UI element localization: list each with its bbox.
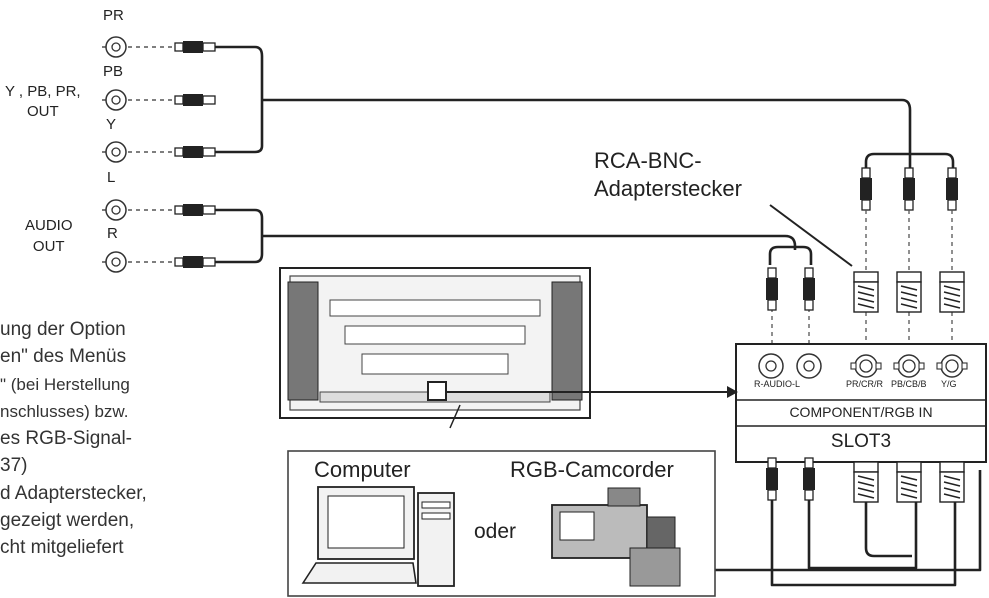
body-text-line-5: es RGB-Signal- xyxy=(0,428,132,449)
board-label: COMPONENT/RGB IN xyxy=(789,404,933,420)
computer-audio-plug-l xyxy=(802,457,816,501)
pr-label: PR xyxy=(103,7,124,24)
source-plugs xyxy=(174,40,216,269)
camcorder-label: RGB-Camcorder xyxy=(510,457,674,482)
terminal-board xyxy=(735,343,987,463)
bottom-bnc-3 xyxy=(939,461,965,503)
source-devices-box xyxy=(287,450,716,597)
adapter-plug-2 xyxy=(902,167,916,211)
l-label: L xyxy=(107,169,116,186)
adapter-plug-3 xyxy=(945,167,959,211)
body-text-line-8: gezeigt werden, xyxy=(0,510,135,531)
y-label: Y xyxy=(106,116,117,133)
audio-r-output-jack xyxy=(101,251,127,273)
adapter-leader-line xyxy=(769,204,853,267)
adapter-plug-1 xyxy=(859,167,873,211)
audio-input-jacks xyxy=(758,353,822,379)
pb-plug xyxy=(174,93,216,107)
or-label: oder xyxy=(474,520,517,543)
body-text-line-2: en" des Menüs xyxy=(0,346,127,367)
bnc-adapters xyxy=(853,271,965,313)
cables xyxy=(215,45,982,587)
audio-l-board-plug xyxy=(802,267,816,311)
body-text-line-1: ung der Option xyxy=(0,319,126,340)
body-text-line-7: d Adapterstecker, xyxy=(0,483,147,504)
audio-r-plug xyxy=(174,255,216,269)
bottom-bnc-2 xyxy=(896,461,922,503)
body-text-line-3: " (bei Herstellung xyxy=(0,375,130,394)
body-text-line-9: cht mitgeliefert xyxy=(0,537,124,558)
y-plug xyxy=(174,145,216,159)
video-out-label: Y , PB, PR, OUT xyxy=(5,83,81,120)
r-label: R xyxy=(107,225,118,242)
adapter-label-line2: Adapterstecker xyxy=(594,176,742,201)
y-jack-label: Y/G xyxy=(941,379,957,389)
pr-plug xyxy=(174,40,216,54)
body-text-line-4: nschlusses) bzw. xyxy=(0,402,129,421)
audio-l-output-jack xyxy=(101,199,127,221)
audio-l-plug xyxy=(174,203,216,217)
camcorder-illustration xyxy=(551,487,681,587)
bnc-adapter-3 xyxy=(939,271,965,313)
pr-output-jack xyxy=(101,36,127,58)
pb-label: PB xyxy=(103,63,124,80)
bottom-bnc-1 xyxy=(853,461,879,503)
adapter-label-line1: RCA-BNC- xyxy=(594,148,702,173)
pb-jack-label: PB/CB/B xyxy=(891,379,927,389)
pr-jack-label: PR/CR/R xyxy=(846,379,884,389)
computer-illustration xyxy=(301,486,455,587)
display-rear-illustration xyxy=(279,267,738,429)
slot-label: SLOT3 xyxy=(830,431,892,452)
audio-out-label: AUDIO OUT xyxy=(25,217,73,255)
audio-r-board-plug xyxy=(765,267,779,311)
computer-audio-plug-r xyxy=(765,457,779,501)
y-output-jack xyxy=(101,141,127,163)
bnc-adapter-1 xyxy=(853,271,879,313)
audio-jack-label: R-AUDIO-L xyxy=(754,379,801,389)
pb-output-jack xyxy=(101,89,127,111)
bnc-adapter-2 xyxy=(896,271,922,313)
body-text-line-6: 37) xyxy=(0,455,28,476)
adapter-input-plugs xyxy=(859,167,959,211)
computer-label: Computer xyxy=(314,457,411,482)
